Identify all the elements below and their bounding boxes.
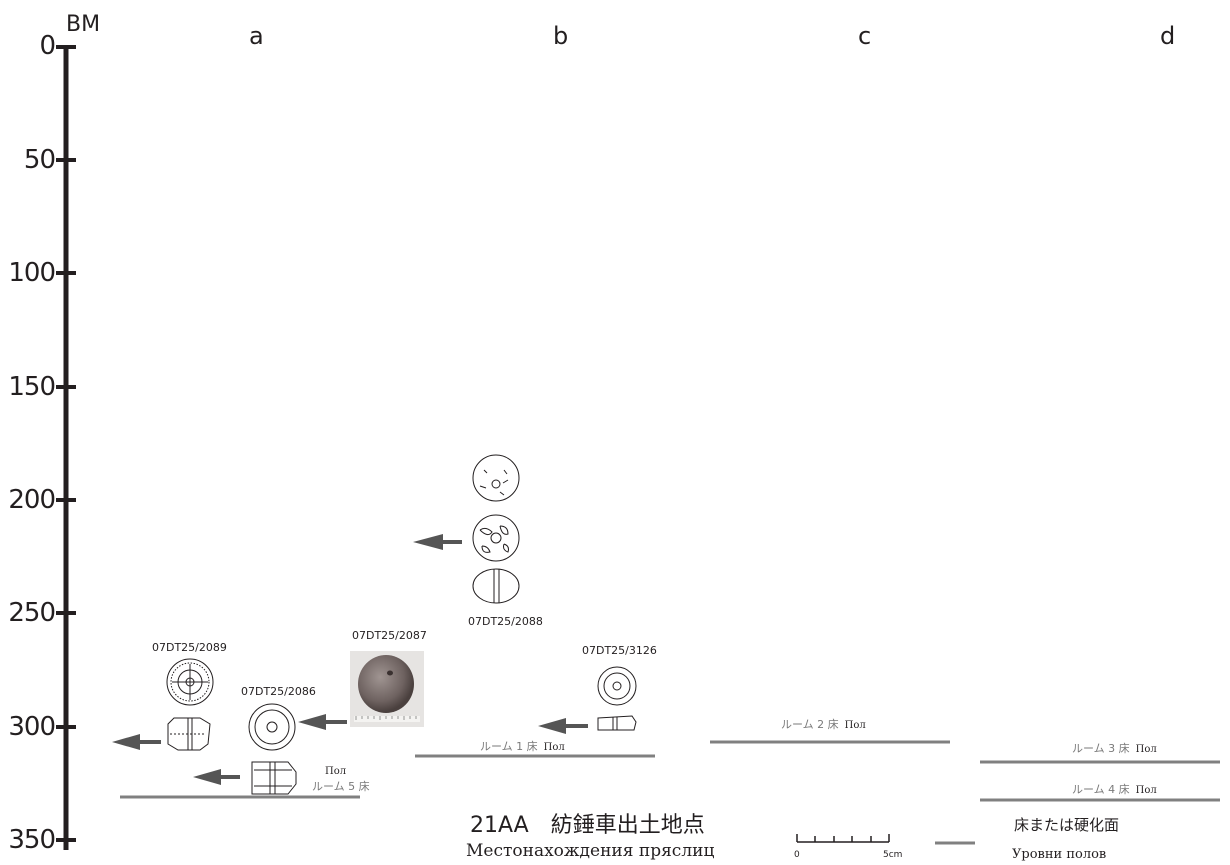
specimen-drawings	[166, 454, 637, 795]
floor-label-room4-ru: Пол	[1135, 785, 1157, 796]
photo-content	[354, 655, 420, 722]
column-header-c: c	[858, 22, 872, 50]
arrows	[112, 534, 588, 785]
floor-label-room3: ルーム 3 床 Пол	[1072, 743, 1157, 755]
drawing-2089-top	[166, 658, 214, 706]
specimen-label-2089: 07DT25/2089	[152, 641, 227, 654]
axis-tick-label-250: 250	[8, 598, 56, 628]
axis-tick-label-300: 300	[8, 712, 56, 742]
specimen-2087-photo	[350, 651, 424, 727]
floor-label-room5-ja: ルーム 5 床	[312, 780, 370, 793]
scale-label-start: 0	[794, 850, 800, 860]
axis-tick-label-150: 150	[8, 372, 56, 402]
floor-label-room5-ru: Пол	[325, 766, 347, 777]
axis-tick-label-200: 200	[8, 485, 56, 515]
arrow-2087	[298, 714, 347, 730]
specimen-label-2088: 07DT25/2088	[468, 615, 543, 628]
floor-label-room2: ルーム 2 床 Пол	[781, 719, 866, 731]
specimen-label-2086: 07DT25/2086	[241, 685, 316, 698]
drawing-2088-top-a	[472, 454, 520, 502]
arrow-2089	[112, 734, 161, 750]
drawing-2086-side	[251, 761, 297, 795]
axis-tick-label-0: 0	[39, 31, 56, 61]
column-header-d: d	[1160, 22, 1176, 50]
floor-label-room1: ルーム 1 床 Пол	[480, 741, 565, 753]
specimen-label-2087: 07DT25/2087	[352, 629, 427, 642]
figure-title-ja: 21AA 紡錘車出土地点	[470, 813, 705, 838]
floor-label-room3-ru: Пол	[1135, 744, 1157, 755]
drawing-2086-top	[248, 703, 296, 751]
floor-lines	[120, 740, 1220, 845]
legend-label-ru: Уровни полов	[1012, 847, 1107, 862]
drawing-2088-side	[472, 568, 520, 604]
arrow-2088	[413, 534, 462, 550]
drawing-2088-top-b	[472, 514, 520, 562]
specimen-label-3126: 07DT25/3126	[582, 644, 657, 657]
scale-bar	[796, 834, 890, 843]
floor-label-room1-ja: ルーム 1 床	[480, 740, 538, 753]
axis-unit-label: BM	[66, 12, 101, 37]
legend-label-ja: 床または硬化面	[1014, 816, 1120, 834]
floor-label-room4: ルーム 4 床 Пол	[1072, 784, 1157, 796]
column-header-b: b	[553, 22, 569, 50]
axis-tick-label-50: 50	[23, 145, 56, 175]
axis-tick-label-100: 100	[8, 258, 56, 288]
figure-title-ru: Местонахождения пряслиц	[466, 841, 715, 861]
axis-ticks	[56, 45, 76, 842]
floor-label-room2-ja: ルーム 2 床	[781, 718, 839, 731]
floor-label-room2-ru: Пол	[844, 720, 866, 731]
scale-label-end: 5cm	[883, 850, 903, 860]
arrow-2086	[193, 769, 240, 785]
floor-label-room4-ja: ルーム 4 床	[1072, 783, 1130, 796]
arrow-3126	[538, 718, 588, 734]
floor-label-room1-ru: Пол	[543, 742, 565, 753]
floor-label-room3-ja: ルーム 3 床	[1072, 742, 1130, 755]
drawing-3126-side	[597, 715, 637, 731]
axis-tick-label-350: 350	[8, 825, 56, 855]
drawing-3126-top	[597, 666, 637, 706]
drawing-2089-side	[167, 717, 211, 751]
column-header-a: a	[249, 22, 264, 50]
